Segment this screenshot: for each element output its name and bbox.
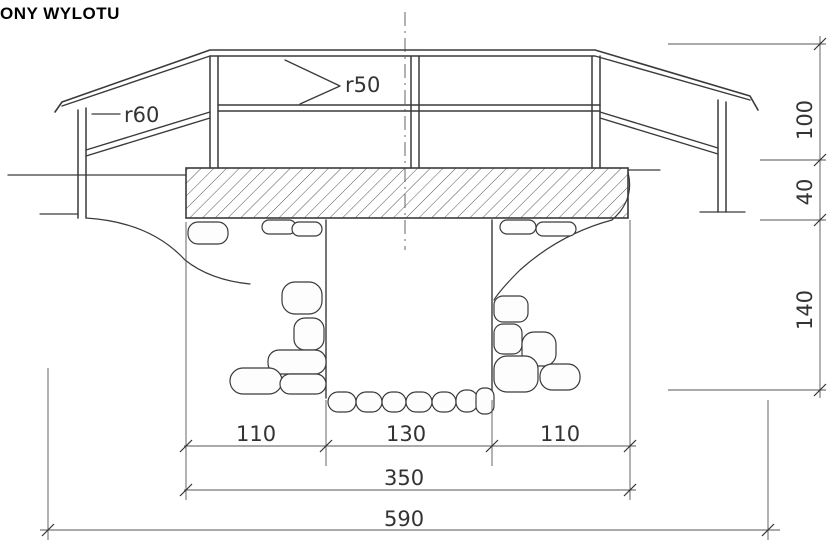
deck-slab: [185, 167, 629, 219]
dim-right-abutment: 110: [540, 422, 580, 446]
masonry-stones: [187, 219, 581, 415]
railing: [54, 49, 759, 219]
radius-label-left: r60: [124, 103, 159, 127]
dim-opening-height: 140: [793, 290, 817, 330]
drawing-title: ONY WYLOTU: [0, 4, 120, 23]
radius-label-top: r50: [345, 73, 380, 97]
dim-railing-height: 100: [793, 100, 817, 140]
dim-left-abutment: 110: [236, 422, 276, 446]
dim-structure-width: 350: [384, 466, 424, 490]
dim-opening-width: 130: [386, 422, 426, 446]
left-embankment: [85, 217, 251, 285]
dim-total-width: 590: [384, 507, 424, 531]
right-embankment: [493, 171, 631, 301]
dim-slab-thickness: 40: [793, 179, 817, 206]
